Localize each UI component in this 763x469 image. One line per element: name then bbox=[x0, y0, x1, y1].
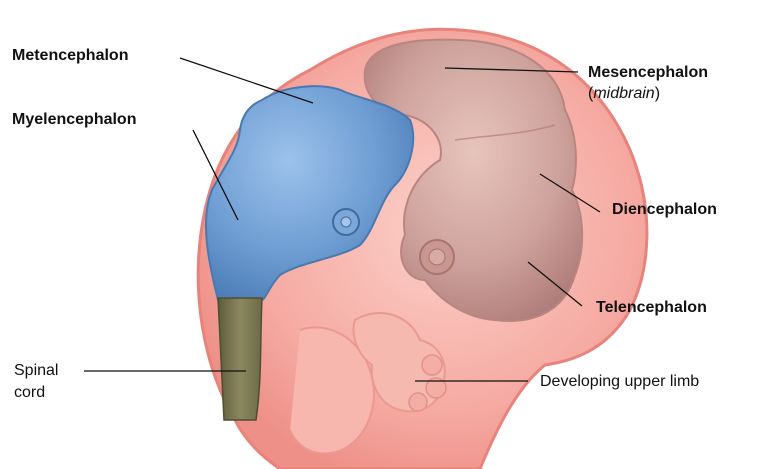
spinal-cord-label-line1: Spinal bbox=[14, 361, 58, 380]
mesencephalon-label: Mesencephalon bbox=[588, 63, 708, 82]
upper-limb-label: Developing upper limb bbox=[540, 372, 699, 391]
metencephalon-label: Metencephalon bbox=[12, 46, 128, 65]
limb-digit bbox=[422, 355, 442, 375]
midbrain-text: midbrain bbox=[593, 85, 654, 102]
telencephalon-label: Telencephalon bbox=[596, 298, 707, 317]
spinal-cord bbox=[218, 298, 262, 420]
midbrain-close-paren: ) bbox=[655, 85, 660, 102]
spinal-cord-label-line2: cord bbox=[14, 383, 45, 402]
limb-digit bbox=[409, 393, 427, 411]
optic-cup-inner bbox=[429, 249, 445, 265]
myelencephalon-label: Myelencephalon bbox=[12, 110, 136, 129]
otic-vesicle-inner bbox=[341, 217, 351, 227]
midbrain-label: (midbrain) bbox=[588, 84, 660, 103]
diencephalon-label: Diencephalon bbox=[612, 200, 717, 219]
